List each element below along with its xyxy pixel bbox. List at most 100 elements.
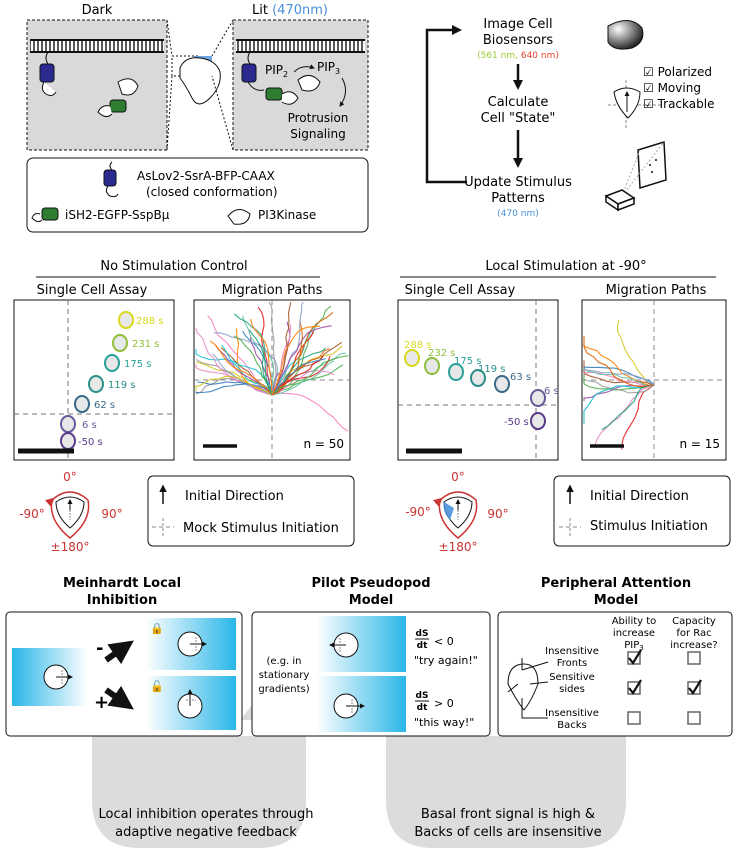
svg-text:PIP3: PIP3 (624, 640, 643, 652)
assay-time-label: 232 s (428, 348, 455, 359)
assay-time-label: 119 s (478, 364, 505, 375)
assay-time-label: 62 s (94, 400, 115, 411)
svg-text:±180°: ±180° (439, 540, 478, 554)
migration-path (209, 340, 273, 396)
model-2-title-line2: Model (349, 593, 393, 608)
migration-path (197, 381, 273, 396)
svg-text:☑ Moving: ☑ Moving (643, 81, 701, 95)
svg-text:-90°: -90° (405, 505, 431, 519)
svg-text:Fronts: Fronts (557, 658, 588, 669)
svg-text:dt: dt (417, 641, 428, 651)
migration-path (583, 367, 655, 386)
checkbox (687, 651, 701, 665)
projector-icon (604, 141, 667, 212)
svg-text:Ability to: Ability to (612, 616, 657, 627)
migration-path (616, 319, 655, 386)
assay-cell (530, 412, 546, 430)
model-2-title-line1: Pilot Pseudopod (312, 576, 431, 591)
assay-cell (112, 334, 128, 352)
svg-text:☑ Polarized: ☑ Polarized (643, 65, 712, 79)
pip2-label: PIP2 (265, 63, 288, 79)
local-stim-paths-title: Migration Paths (606, 283, 707, 298)
no-stim-section: No Stimulation Control Single Cell Assay… (13, 259, 355, 554)
step3-nm: (470 nm) (497, 209, 539, 219)
svg-text:increase?: increase? (670, 640, 717, 651)
svg-text:Capacity: Capacity (672, 616, 716, 627)
top-right-panel: Image Cell Biosensors (561 nm, 640 nm) C… (425, 17, 714, 219)
assay-time-label: 288 s (136, 316, 163, 327)
local-stim-assay-title: Single Cell Assay (405, 283, 516, 298)
assay-time-label: 231 s (132, 339, 159, 350)
assay-cell (60, 415, 76, 433)
step1-nm: (561 nm, 640 nm) (477, 51, 559, 61)
assay-cell (60, 432, 76, 450)
protrusion-label: Protrusion (288, 111, 349, 125)
assay-time-label: -50 s (504, 417, 529, 428)
no-stim-legend-stim: Mock Stimulus Initiation (183, 521, 339, 536)
local-stim-legend-stim: Stimulus Initiation (590, 519, 708, 534)
svg-text:sides: sides (559, 684, 585, 695)
assay-cell (448, 363, 464, 381)
lit-label: Lit (470nm) (252, 3, 328, 18)
lit-membrane (236, 40, 365, 52)
checkbox (627, 711, 641, 725)
svg-text:Insensitive: Insensitive (545, 646, 599, 657)
no-stim-title: No Stimulation Control (100, 259, 247, 274)
no-stim-paths-title: Migration Paths (222, 283, 323, 298)
no-stim-legend-initial: Initial Direction (185, 489, 284, 504)
svg-text:Sensitive: Sensitive (549, 672, 595, 683)
migration-path (594, 384, 655, 446)
local-stim-section: Local Stimulation at -90° Single Cell As… (397, 259, 731, 554)
assay-time-label: 175 s (454, 356, 481, 367)
svg-text:0°: 0° (63, 470, 77, 484)
model-3-title-line2: Model (594, 593, 638, 608)
local-stim-n: n = 15 (679, 437, 720, 451)
step1-line1: Image Cell (483, 17, 552, 32)
migration-path (583, 384, 655, 425)
pi3k-label: PI3Kinase (258, 208, 316, 222)
caption-1-line2: adaptive negative feedback (115, 825, 297, 840)
svg-text:increase: increase (613, 628, 655, 639)
assay-time-label: -50 s (78, 437, 103, 448)
check-mark-icon (628, 679, 642, 695)
no-stim-legend (147, 475, 355, 547)
svg-text:Insensitive: Insensitive (545, 708, 599, 719)
svg-text:dS: dS (416, 691, 429, 701)
dark-label: Dark (82, 3, 113, 18)
migration-path (271, 320, 303, 396)
state-checklist: ☑ Polarized ☑ Moving ☑ Trackable (643, 65, 714, 111)
migration-path (196, 361, 273, 396)
svg-text:gradients): gradients) (258, 684, 309, 695)
step2-line2: Cell "State" (481, 111, 556, 126)
state-cell-icon (608, 80, 662, 130)
step1-line2: Biosensors (483, 33, 554, 48)
model-1-title-line2: Inhibition (87, 593, 157, 608)
assay-cell (104, 354, 120, 372)
top-left-panel: Dark Lit (470nm) PIP2 PIP3 (26, 3, 369, 233)
migration-path (248, 329, 273, 396)
migration-path (250, 318, 273, 396)
caption-1-line1: Local inhibition operates through (98, 807, 313, 822)
local-stim-title: Local Stimulation at -90° (485, 259, 646, 274)
assay-time-label: 288 s (404, 340, 431, 351)
model-2-box (251, 611, 491, 737)
model-3-box (497, 611, 733, 737)
caption-2-line1: Basal front signal is high & (421, 807, 595, 822)
svg-text:🔓: 🔓 (150, 680, 164, 693)
migration-path (271, 325, 320, 396)
step2-line1: Calculate (488, 95, 549, 110)
aslov-protein-dark (45, 51, 49, 65)
svg-text:(e.g. in: (e.g. in (266, 656, 301, 667)
migration-path (601, 384, 655, 431)
migration-path (207, 315, 273, 396)
svg-text:"try again!": "try again!" (414, 654, 478, 667)
aslov-conformation: (closed conformation) (146, 185, 278, 199)
peripheral-checkboxes (627, 649, 702, 725)
biosensor-cell-icon (607, 20, 644, 50)
migration-path (271, 369, 335, 396)
svg-text:-: - (96, 638, 103, 659)
assay-cell (530, 389, 546, 407)
migration-path (583, 336, 655, 388)
